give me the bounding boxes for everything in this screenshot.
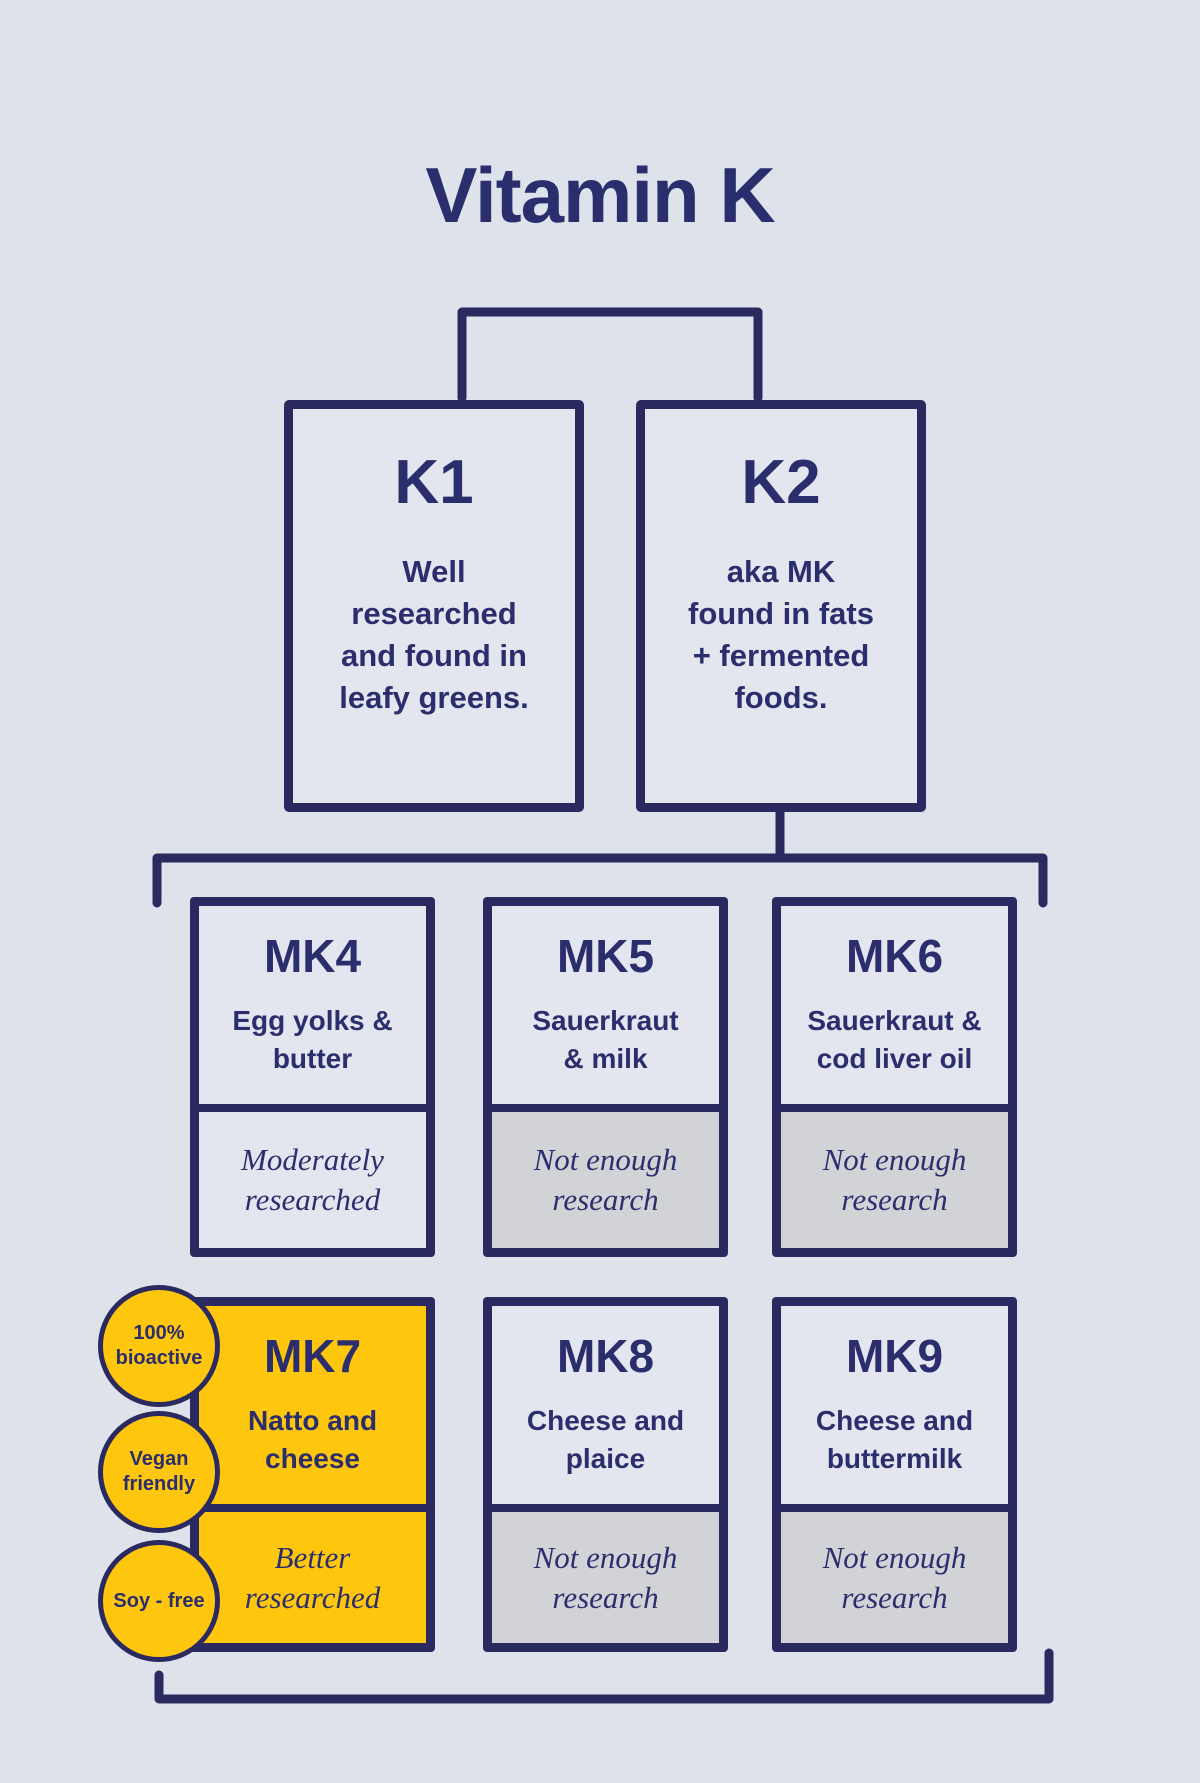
mk7-box: MK7 Natto and cheese Better researched [190, 1297, 435, 1652]
mk8-heading: MK8 [556, 1330, 655, 1382]
mk9-research-status: Not enough research [781, 1512, 1008, 1643]
mk9-box: MK9 Cheese and buttermilk Not enough res… [772, 1297, 1017, 1652]
page-title: Vitamin K [425, 151, 775, 239]
mk5-top-section: MK5 Sauerkraut & milk [492, 906, 719, 1104]
k-split-bracket [457, 307, 763, 403]
mk5-research-status: Not enough research [492, 1112, 719, 1248]
mk6-research-status: Not enough research [781, 1112, 1008, 1248]
mk4-research-status: Moderately researched [241, 1142, 384, 1217]
mk8-divider [492, 1504, 719, 1512]
badge-vegan-friendly: Vegan friendly [98, 1411, 220, 1533]
k1-box: K1 Well researched and found in leafy gr… [284, 400, 584, 812]
mk7-top-section: MK7 Natto and cheese [199, 1306, 426, 1504]
mk5-divider [492, 1104, 719, 1112]
mk4-top-section: MK4 Egg yolks & butter [199, 906, 426, 1104]
mk-bottom-bracket [154, 1648, 1054, 1704]
mk6-divider [781, 1104, 1008, 1112]
mk4-box: MK4 Egg yolks & butter Moderately resear… [190, 897, 435, 1257]
badge-soy-free: Soy - free [98, 1540, 220, 1662]
mk7-heading: MK7 [263, 1330, 362, 1382]
mk9-heading: MK9 [845, 1330, 944, 1382]
mk9-food-sources: Cheese and buttermilk [815, 1405, 974, 1474]
mk-top-bracket [152, 853, 1048, 908]
mk9-top-section: MK9 Cheese and buttermilk [781, 1306, 1008, 1504]
k2-description: aka MK found in fats + fermented foods. [688, 554, 874, 715]
mk6-top-section: MK6 Sauerkraut & cod liver oil [781, 906, 1008, 1104]
mk4-divider [199, 1104, 426, 1112]
mk5-box: MK5 Sauerkraut & milk Not enough researc… [483, 897, 728, 1257]
mk5-heading: MK5 [556, 930, 655, 982]
mk5-food-sources: Sauerkraut & milk [532, 1005, 679, 1074]
k2-box: K2 aka MK found in fats + fermented food… [636, 400, 926, 812]
mk8-box: MK8 Cheese and plaice Not enough researc… [483, 1297, 728, 1652]
badge-100-bioactive: 100% bioactive [98, 1285, 220, 1407]
k1-description: Well researched and found in leafy green… [339, 554, 529, 715]
mk7-research-status: Better researched [199, 1512, 426, 1643]
mk6-food-sources: Sauerkraut & cod liver oil [807, 1005, 982, 1074]
k1-heading: K1 [394, 448, 474, 517]
mk4-food-sources: Egg yolks & butter [232, 1005, 393, 1074]
mk7-divider [199, 1504, 426, 1512]
mk6-box: MK6 Sauerkraut & cod liver oil Not enoug… [772, 897, 1017, 1257]
mk6-heading: MK6 [845, 930, 944, 982]
mk8-research-status: Not enough research [492, 1512, 719, 1643]
k2-heading: K2 [741, 448, 821, 517]
mk8-top-section: MK8 Cheese and plaice [492, 1306, 719, 1504]
mk9-divider [781, 1504, 1008, 1512]
mk8-food-sources: Cheese and plaice [526, 1405, 685, 1474]
mk4-heading: MK4 [263, 930, 362, 982]
mk7-food-sources: Natto and cheese [247, 1405, 378, 1474]
